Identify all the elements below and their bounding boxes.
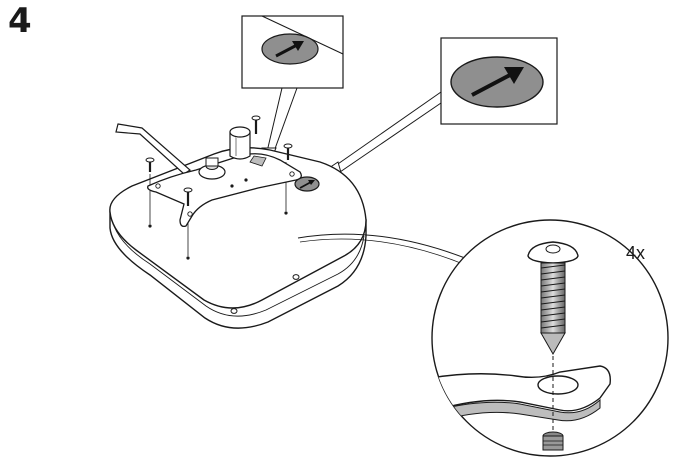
screw-icon <box>251 115 261 134</box>
arrow-up-right-icon <box>299 180 315 189</box>
callout-pointer-large <box>324 91 442 177</box>
screw-icon <box>283 143 293 160</box>
seat-side-hole <box>230 308 238 314</box>
callout-box-large <box>440 37 558 125</box>
screw-icon <box>527 241 579 356</box>
detail-leader-line <box>297 233 471 261</box>
step-number: 4 <box>8 1 32 41</box>
screw-icon <box>145 157 155 172</box>
arrow-up-right-icon <box>471 67 524 97</box>
seat-hole <box>284 211 288 215</box>
detail-magnifier <box>431 219 669 457</box>
quantity-label: 4x <box>626 243 646 263</box>
seat-hole <box>148 224 152 228</box>
callout-box-small <box>241 15 344 89</box>
adjustment-lever <box>115 123 191 175</box>
seat-side-hole <box>292 274 300 280</box>
seat-hole <box>186 256 190 260</box>
arrow-up-right-icon <box>275 41 304 58</box>
tilt-mechanism <box>115 123 302 228</box>
screw-icon <box>183 187 193 206</box>
